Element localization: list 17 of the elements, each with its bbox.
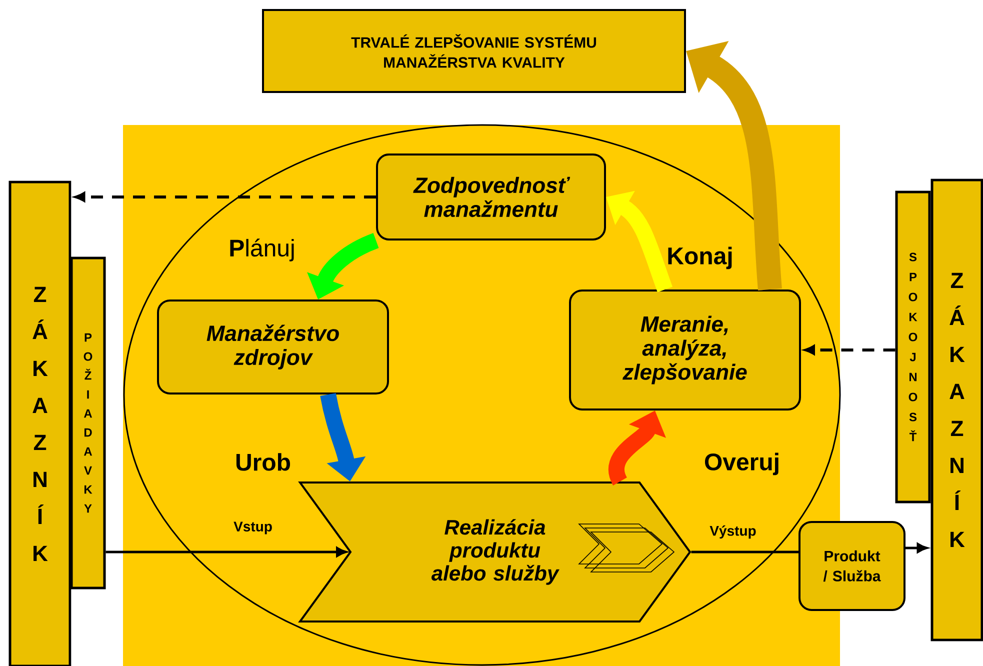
- arrow: [74, 192, 376, 202]
- edge-label: Vstup: [234, 522, 272, 534]
- edge-label: Urob: [236, 453, 290, 471]
- narrow-box: SPOKOJNOSŤ: [895, 190, 931, 504]
- edge-label: Plánuj: [230, 238, 294, 262]
- title-box: TRVALÉ ZLEPŠOVANIE SYSTÉMU MANAŽÉRSTVA KVALITY: [262, 9, 686, 93]
- edge-label: Výstup: [710, 525, 756, 539]
- connector-line: [691, 550, 798, 554]
- narrow-box: POŽIADAVKY: [70, 256, 106, 590]
- edge-label: Overuj: [704, 452, 778, 476]
- arrow: [106, 547, 347, 557]
- process-box: Manažérstvo zdrojov: [157, 300, 389, 394]
- process-box: Zodpovednosť manažmentu: [376, 154, 606, 240]
- arrow: [906, 543, 928, 553]
- process-box: Meranie, analýza, zlepšovanie: [569, 289, 801, 410]
- edge-label: Konaj: [668, 246, 732, 270]
- output-box: Produkt / Služba: [798, 520, 906, 611]
